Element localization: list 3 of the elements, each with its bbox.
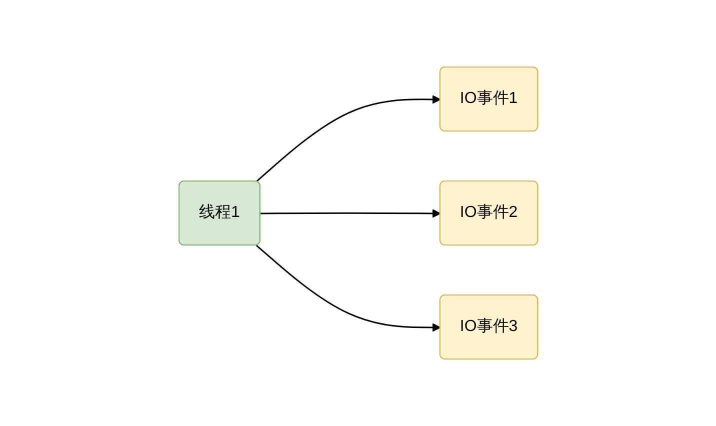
arrow bbox=[260, 209, 440, 218]
arrow bbox=[256, 95, 440, 182]
arrow bbox=[256, 244, 440, 332]
